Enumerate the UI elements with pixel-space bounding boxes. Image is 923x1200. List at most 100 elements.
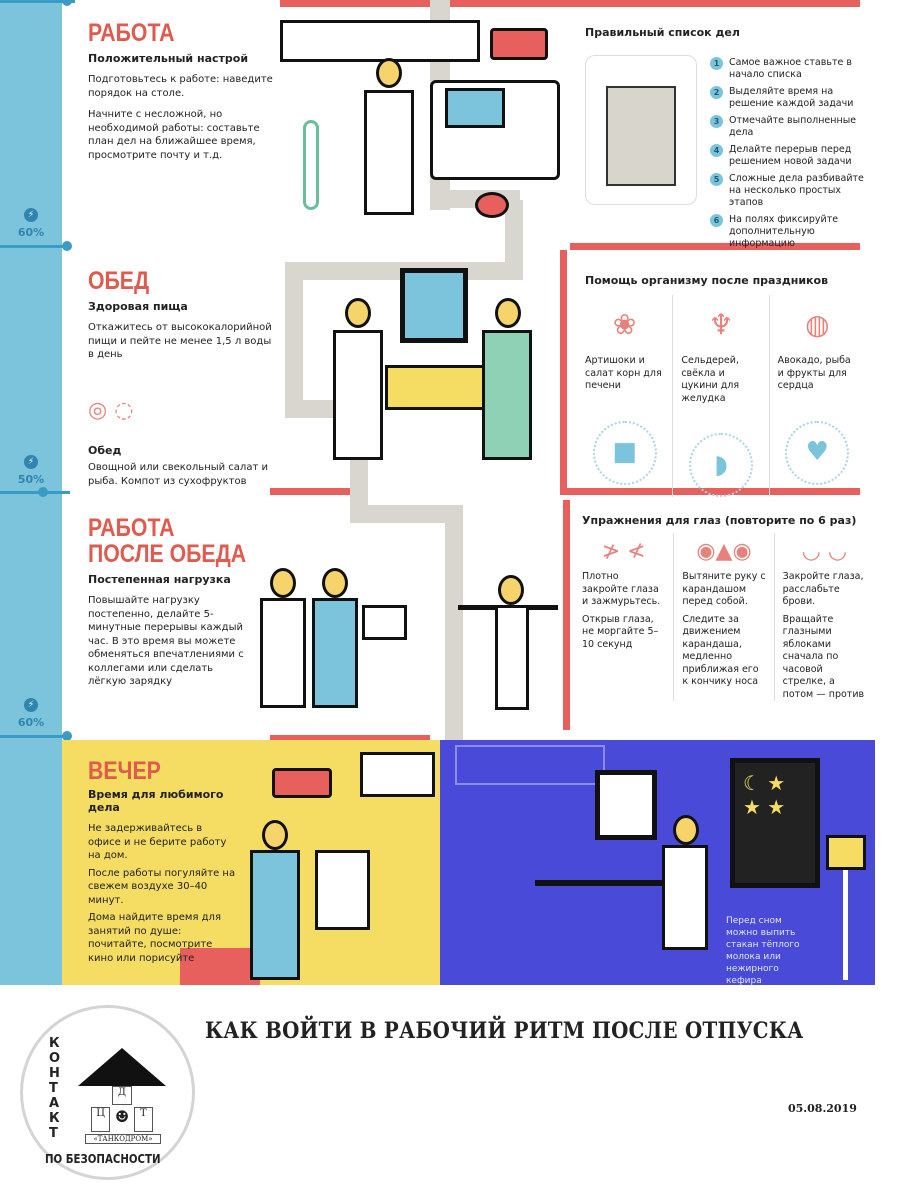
divider <box>560 250 567 488</box>
timeline-dot <box>62 731 72 741</box>
divider <box>280 0 430 7</box>
battery-level: ⚡ 60% <box>8 208 54 239</box>
person-illustration <box>270 568 296 598</box>
eyes-column: ◉▲◉ Вытяните руку с карандашом перед собо… <box>673 533 773 701</box>
divider <box>270 735 430 742</box>
painter-body <box>250 850 300 980</box>
section-title: РАБОТА <box>88 514 175 542</box>
section-subtitle: Здоровая пища <box>88 300 188 313</box>
person-body <box>364 90 414 215</box>
section-lunch: ОБЕД Здоровая пища Откажитесь от высокок… <box>88 268 278 362</box>
tram-illustration <box>490 28 548 60</box>
reading-person-illustration <box>673 815 699 845</box>
food-column: ♆Сельдерей, свёкла и цукини для желудка◗ <box>672 295 768 497</box>
section-title: РАБОТА <box>88 19 175 47</box>
battery-text: 50% <box>17 473 45 486</box>
battery-text: 60% <box>17 226 45 239</box>
person-illustration <box>345 298 371 328</box>
tram-illustration <box>272 768 332 798</box>
monitor-illustration <box>445 88 505 128</box>
todo-text: Делайте перерыв перед решением новой зад… <box>729 144 852 167</box>
section-text: Овощной или свекольный салат и рыба. Ком… <box>88 462 268 487</box>
person-body <box>333 330 383 460</box>
beet-fish-icon: ◎ ◌ <box>88 398 134 423</box>
painter-illustration <box>262 820 288 850</box>
block-letter: Д <box>112 1086 132 1105</box>
todo-text: Отмечайте выполненные дела <box>729 115 857 138</box>
section-text: Не задерживайтесь в офисе и не берите ра… <box>88 823 227 861</box>
todo-text: Сложные дела разбивайте на несколько про… <box>729 173 864 208</box>
avocado-fish-icon: ◍ <box>805 308 830 341</box>
path <box>285 262 303 412</box>
house-blocks-icon: Д Ц☻Т <box>91 1086 153 1132</box>
eyes-text: Закройте глаза, расслабьте брови. <box>782 571 864 607</box>
section-title: ВЕЧЕР <box>88 757 161 785</box>
eyes-text: Плотно закройте глаза и зажмурьтесь. <box>582 571 661 607</box>
section-work: РАБОТА Положительный настрой Подготовьте… <box>88 20 278 162</box>
person-body <box>260 598 306 708</box>
divider <box>563 500 570 730</box>
divider <box>450 0 860 7</box>
divider <box>270 488 350 495</box>
squint-face-icon: ≯ ≮ <box>601 539 646 564</box>
person-body <box>495 605 529 710</box>
night-window-illustration: ☾ ★★ ★ <box>730 758 820 888</box>
food-text: Авокадо, рыба и фрукты для сердца <box>777 355 851 391</box>
picture-frame-illustration <box>595 770 657 840</box>
exercising-person-illustration <box>498 575 524 605</box>
building-illustration <box>360 752 435 797</box>
eyes-text: Вытяните руку с карандашом перед собой. <box>682 571 766 607</box>
closed-eyes-face-icon: ◡ ◡ <box>801 539 848 564</box>
section-subtitle: Постепенная нагрузка <box>88 573 231 586</box>
lightning-icon: ⚡ <box>24 208 38 222</box>
person-body <box>312 598 358 708</box>
section-title: ОБЕД <box>88 267 150 295</box>
eyes-column: ≯ ≮Плотно закройте глаза и зажмурьтесь.О… <box>582 533 673 701</box>
timeline-tick <box>0 735 70 738</box>
lightning-icon: ⚡ <box>24 455 38 469</box>
lunch-menu: Обед Овощной или свекольный салат и рыба… <box>88 438 278 488</box>
logo-text-vertical: КОНТАКТ <box>49 1036 61 1141</box>
section-title: ПОСЛЕ ОБЕДА <box>88 540 247 568</box>
easel-illustration <box>315 850 370 930</box>
date: 05.08.2019 <box>788 1102 857 1115</box>
section-evening: ВЕЧЕР Время для любимого дела Не задержи… <box>88 758 238 965</box>
house-roof-icon <box>78 1048 166 1086</box>
todo-text: Выделяйте время на решение каждой задачи <box>729 86 854 109</box>
food-text: Сельдерей, свёкла и цукини для желудка <box>681 355 740 404</box>
section-text: Повышайте нагрузку постепенно, делайте 5… <box>88 595 244 687</box>
person-illustration <box>376 58 402 88</box>
food-heading: Помощь организму после праздников <box>585 274 829 287</box>
block-letter: Ц <box>91 1107 111 1132</box>
stomach-icon: ◗ <box>688 433 753 497</box>
section-subtitle: Положительный настрой <box>88 52 249 65</box>
heart-icon: ♥ <box>785 420 850 485</box>
liver-icon: ■ <box>592 420 657 485</box>
monitor-illustration <box>362 605 407 640</box>
food-column: ◍ Авокадо, рыба и фрукты для сердца ♥ <box>768 295 865 497</box>
battery-level: ⚡ 50% <box>8 455 54 486</box>
timeline-tick <box>0 245 70 248</box>
divider <box>570 243 860 250</box>
todo-text: На полях фиксируйте дополнительную инфор… <box>729 214 839 249</box>
person-body <box>482 330 532 460</box>
floor-lamp-icon <box>826 835 866 870</box>
section-text: Начните с несложной, но необходимой рабо… <box>88 109 260 161</box>
lamp-stand <box>843 870 848 980</box>
logo: КОНТАКТ Д Ц☻Т «ТАНКОДРОМ» ПО БЕЗОПАСНОСТ… <box>20 1005 195 1180</box>
logo-text: ПО БЕЗОПАСНОСТИ <box>45 1152 161 1166</box>
section-text: Подготовьтесь к работе: наведите порядок… <box>88 74 273 99</box>
battery-text: 60% <box>17 716 45 729</box>
section-subtitle: Обед <box>88 444 122 457</box>
pencil-face-icon: ◉▲◉ <box>696 539 752 564</box>
path <box>505 200 523 280</box>
timeline-tick <box>0 491 70 494</box>
section-text: Дома найдите время для занятий по душе: … <box>88 912 221 964</box>
section-text: После работы погуляйте на свежем воздухе… <box>88 867 236 906</box>
eyes-text: Вращайте глазными яблоками сначала по ча… <box>782 613 865 700</box>
